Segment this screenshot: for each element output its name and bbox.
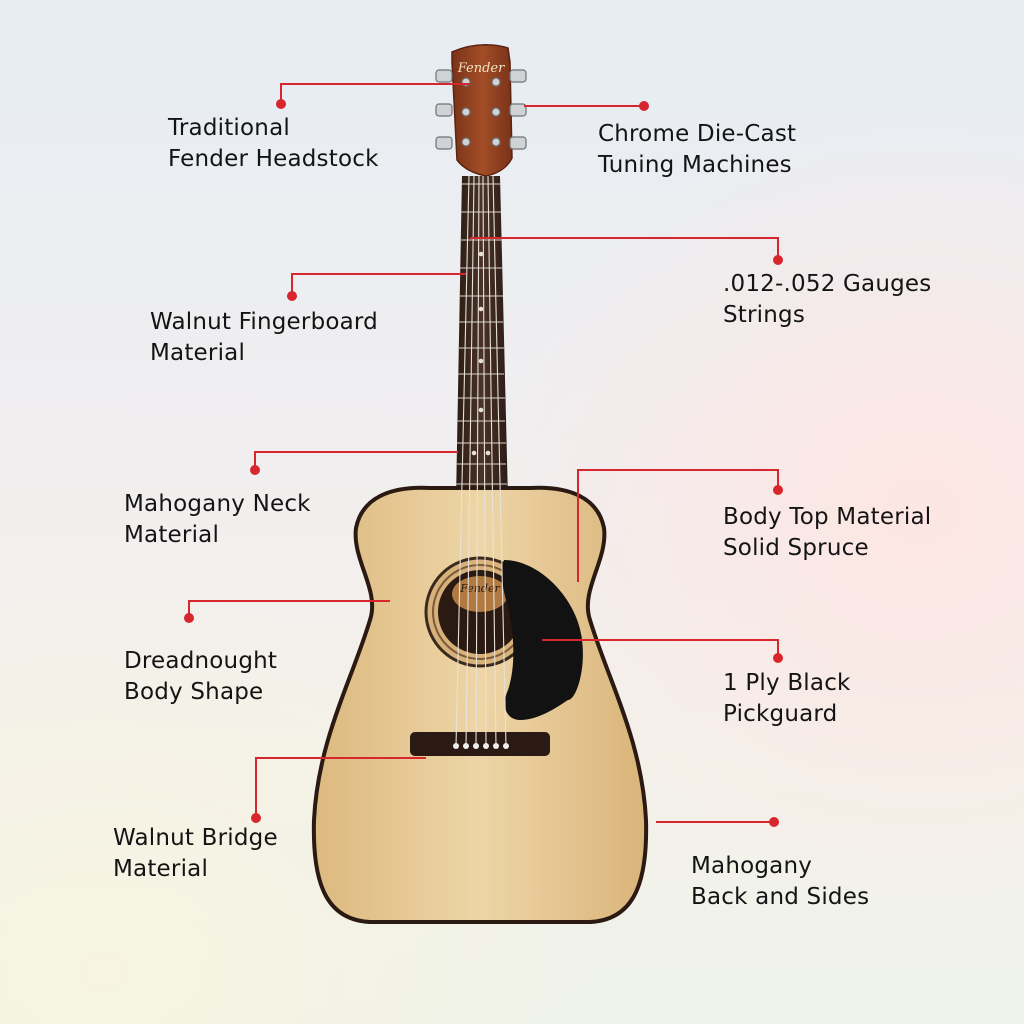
label-neck-line-1: Mahogany Neck bbox=[124, 491, 311, 517]
guitar-body: Fender bbox=[311, 175, 649, 924]
label-top: Body Top Material Solid Spruce bbox=[723, 502, 931, 564]
label-fingerboard-line-2: Material bbox=[150, 340, 246, 366]
label-headstock-line-1: Traditional bbox=[168, 115, 290, 141]
label-top-line-1: Body Top Material bbox=[723, 504, 932, 530]
leader-line-headstock bbox=[280, 83, 470, 104]
leader-dot-neck bbox=[250, 465, 260, 475]
label-fingerboard: Walnut Fingerboard Material bbox=[150, 307, 378, 369]
label-bridge-line-1: Walnut Bridge bbox=[113, 825, 278, 851]
label-strings: .012-.052 Gauges Strings bbox=[723, 269, 931, 331]
leader-dot-strings bbox=[773, 255, 783, 265]
strings bbox=[455, 175, 507, 747]
label-back-line-2: Back and Sides bbox=[691, 884, 870, 910]
leader-dot-fingerboard bbox=[287, 291, 297, 301]
leader-line-shape bbox=[188, 600, 390, 618]
leader-lines bbox=[188, 83, 779, 823]
label-shape-line-2: Body Shape bbox=[124, 679, 264, 705]
leader-line-neck bbox=[254, 451, 458, 470]
label-pickguard-line-1: 1 Ply Black bbox=[723, 670, 851, 696]
neck-fingerboard bbox=[456, 176, 508, 500]
leader-dot-back bbox=[769, 817, 779, 827]
leader-line-pickguard bbox=[542, 639, 779, 658]
label-shape-line-1: Dreadnought bbox=[124, 648, 278, 674]
label-neck-line-2: Material bbox=[124, 522, 220, 548]
leader-line-top bbox=[577, 469, 779, 582]
leader-dot-pickguard bbox=[773, 653, 783, 663]
leader-dot-top bbox=[773, 485, 783, 495]
label-back-line-1: Mahogany bbox=[691, 853, 813, 879]
label-tuners-line-2: Tuning Machines bbox=[598, 152, 792, 178]
headstock-logo: Fender bbox=[457, 61, 505, 76]
bridge bbox=[410, 732, 550, 756]
label-pickguard: 1 Ply Black Pickguard bbox=[723, 668, 851, 730]
label-headstock: Traditional Fender Headstock bbox=[168, 113, 379, 175]
leader-dot-bridge bbox=[251, 813, 261, 823]
label-tuners: Chrome Die-Cast Tuning Machines bbox=[598, 119, 796, 181]
label-top-line-2: Solid Spruce bbox=[723, 535, 869, 561]
label-back: Mahogany Back and Sides bbox=[691, 851, 869, 913]
label-bridge-line-2: Material bbox=[113, 856, 209, 882]
label-strings-line-1: .012-.052 Gauges bbox=[723, 271, 932, 297]
leader-line-strings bbox=[470, 237, 779, 260]
headstock: Fender bbox=[451, 44, 513, 177]
soundhole-logo: Fender bbox=[459, 582, 500, 595]
label-strings-line-2: Strings bbox=[723, 302, 806, 328]
leader-line-fingerboard bbox=[291, 273, 466, 296]
label-tuners-line-1: Chrome Die-Cast bbox=[598, 121, 797, 147]
leader-line-bridge bbox=[255, 757, 426, 818]
label-pickguard-line-2: Pickguard bbox=[723, 701, 838, 727]
leader-dots bbox=[184, 99, 783, 827]
label-shape: Dreadnought Body Shape bbox=[124, 646, 277, 708]
leader-dot-headstock bbox=[276, 99, 286, 109]
label-headstock-line-2: Fender Headstock bbox=[168, 146, 379, 172]
label-fingerboard-line-1: Walnut Fingerboard bbox=[150, 309, 378, 335]
tuning-machines bbox=[435, 69, 527, 150]
label-bridge: Walnut Bridge Material bbox=[113, 823, 278, 885]
leader-dot-shape bbox=[184, 613, 194, 623]
leader-dot-tuners bbox=[639, 101, 649, 111]
label-neck: Mahogany Neck Material bbox=[124, 489, 311, 551]
